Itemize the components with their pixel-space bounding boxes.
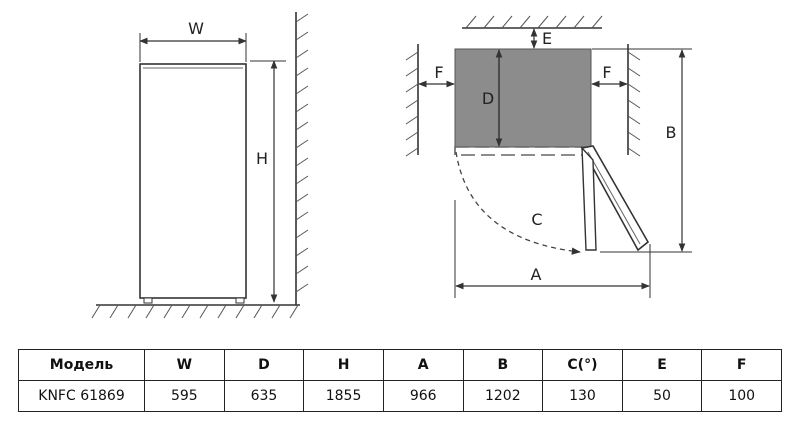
label-e: E (542, 29, 552, 48)
dimensions-table: Модель W D H A B C(°) E F KNFC 61869 595… (18, 349, 782, 412)
header-model: Модель (18, 349, 145, 381)
cell-b: 1202 (462, 380, 544, 412)
cell-h: 1855 (303, 380, 384, 412)
header-a: A (382, 349, 464, 381)
cell-model: KNFC 61869 (18, 380, 145, 412)
header-h: H (303, 349, 384, 381)
cell-c: 130 (542, 380, 623, 412)
label-d: D (482, 89, 494, 108)
label-c: C (531, 210, 542, 229)
label-b: B (666, 123, 677, 142)
cell-w: 595 (144, 380, 225, 412)
label-w: W (188, 19, 204, 38)
top-view: C E D F F B A (405, 15, 692, 298)
header-f: F (701, 349, 782, 381)
label-f-right: F (602, 63, 611, 82)
left-wall-hatch (405, 51, 419, 157)
opened-door (580, 145, 650, 252)
cell-e: 50 (621, 380, 703, 412)
appliance-foot (235, 297, 245, 304)
header-b: B (462, 349, 544, 381)
label-h: H (256, 149, 268, 168)
side-view: W H (91, 12, 309, 319)
cell-d: 635 (223, 380, 305, 412)
header-d: D (223, 349, 305, 381)
cell-a: 966 (382, 380, 464, 412)
header-e: E (621, 349, 703, 381)
rear-wall-hatch (465, 15, 603, 29)
installation-diagram: W H (91, 12, 692, 319)
door-swing-arc (455, 151, 581, 255)
right-wall-hatch (627, 51, 641, 157)
appliance-side (139, 63, 247, 299)
closed-door-outline (454, 146, 592, 156)
floor-hatch (91, 304, 299, 319)
cell-f: 100 (701, 380, 782, 412)
table-row: KNFC 61869 595 635 1855 966 1202 130 50 … (18, 380, 782, 412)
table-header-row: Модель W D H A B C(°) E F (18, 349, 782, 381)
appliance-top (454, 48, 592, 148)
side-wall-hatch (295, 13, 309, 293)
appliance-foot (143, 297, 153, 304)
label-a: A (531, 265, 542, 284)
label-f-left: F (434, 63, 443, 82)
header-c: C(°) (542, 349, 623, 381)
header-w: W (144, 349, 225, 381)
